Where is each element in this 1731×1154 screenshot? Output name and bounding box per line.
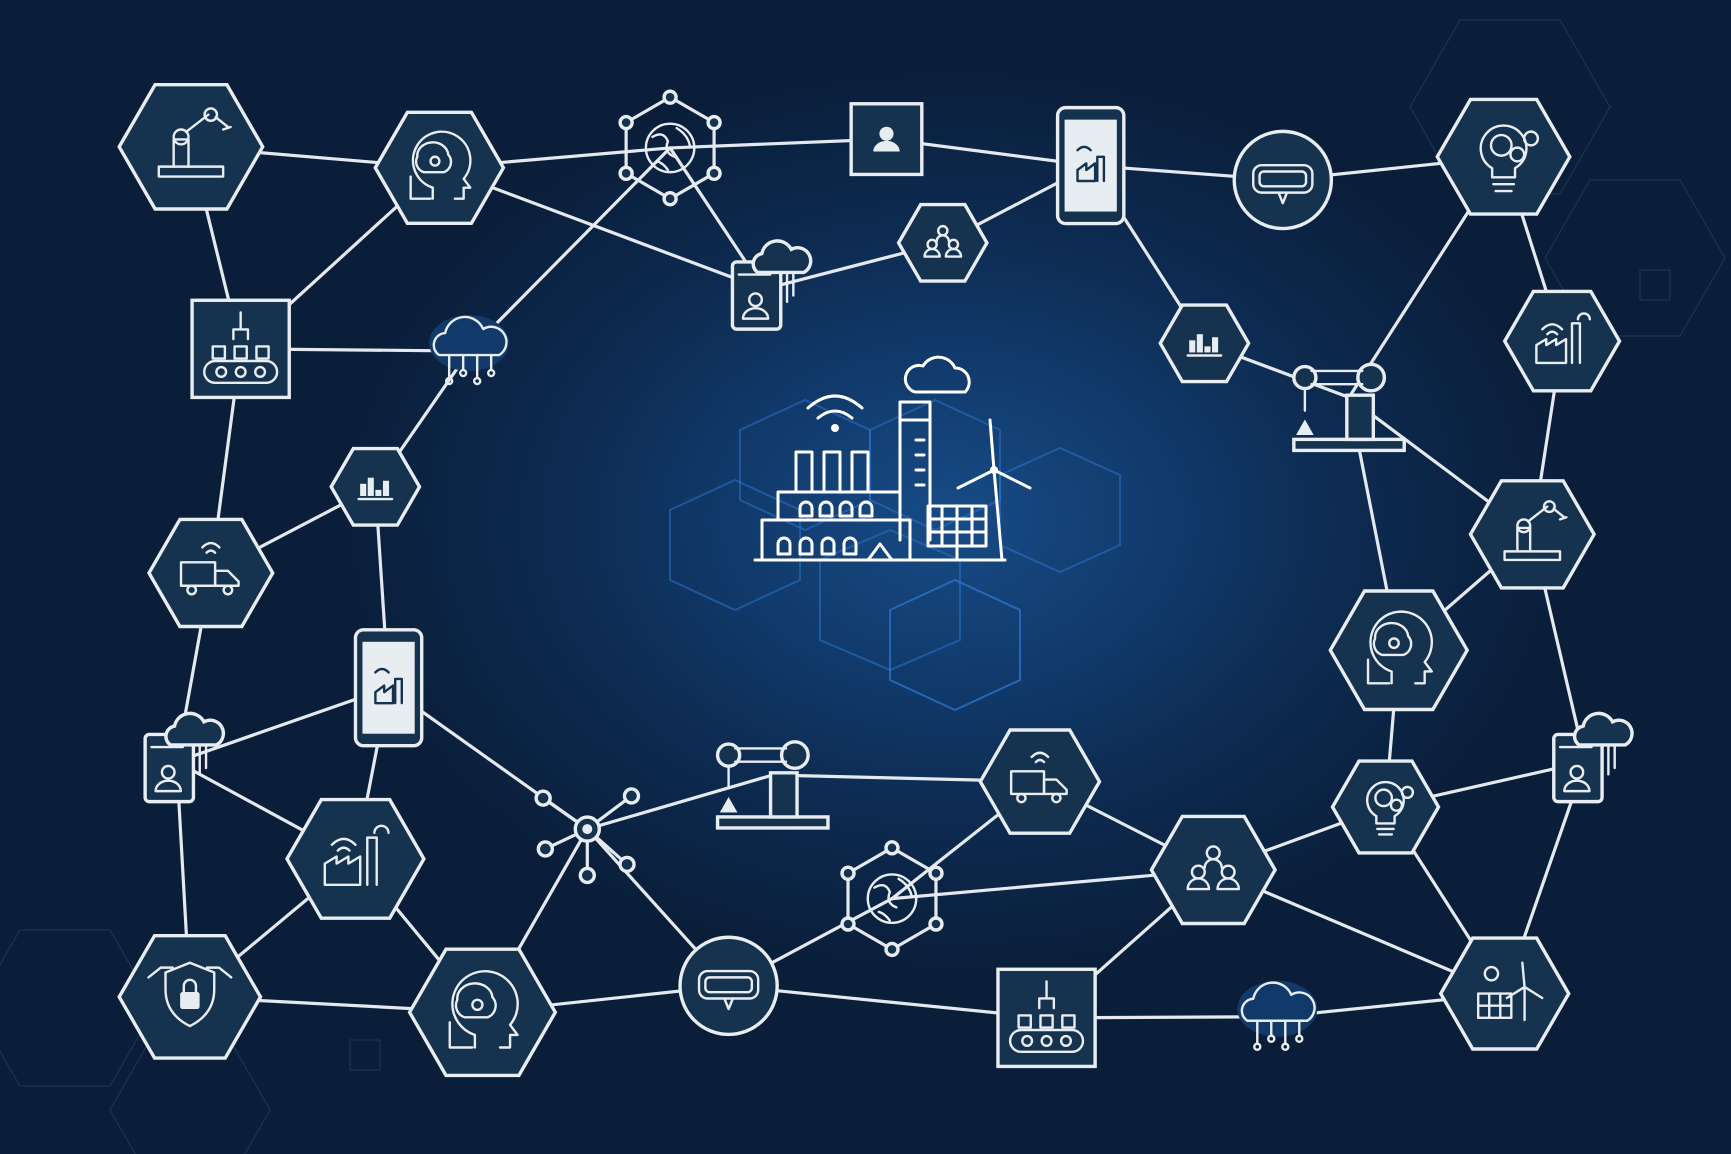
delivery-truck-icon (179, 541, 240, 596)
people-group-icon (1186, 845, 1241, 891)
id-card-cloud-icon (730, 239, 813, 331)
node-conveyor-icon (996, 967, 1097, 1069)
lightbulb-gear-icon (1366, 780, 1415, 836)
node-factory-wifi-icon (1502, 289, 1622, 393)
connection-line (585, 773, 775, 831)
factory-wifi-icon (1535, 312, 1592, 365)
smartphone-factory-icon (1076, 145, 1106, 183)
node-ai-head-icon (1328, 589, 1470, 712)
node-bar-chart-icon (329, 446, 422, 527)
node-solar-wind-icon (1438, 936, 1571, 1051)
node-robot-arm-icon (1292, 362, 1406, 453)
node-globe-network-icon (618, 89, 722, 207)
id-card-cloud-icon (1552, 711, 1634, 804)
connection-line (727, 984, 1049, 1020)
node-ai-head-icon (373, 110, 506, 226)
delivery-truck-icon (1009, 751, 1068, 804)
cloud-network-icon (432, 315, 508, 386)
center-cubes (669, 398, 1121, 712)
people-group-icon (923, 224, 963, 258)
robot-arm-icon (157, 107, 232, 178)
node-delivery-truck-icon (978, 728, 1102, 835)
node-vr-headset-icon (1232, 129, 1334, 231)
node-vr-headset-icon (678, 935, 779, 1037)
node-robot-arm-icon (1468, 479, 1597, 590)
bar-chart-icon (357, 477, 394, 501)
ai-head-icon (448, 970, 519, 1049)
conveyor-icon (203, 311, 279, 385)
node-cloud-network-icon (429, 315, 510, 386)
conveyor-icon (1008, 980, 1085, 1054)
node-network-hub-icon (534, 787, 641, 885)
robot-arm-icon (1503, 500, 1568, 562)
user-card-icon (873, 126, 900, 152)
smart-factory-icon (753, 355, 1032, 562)
node-people-group-icon (1149, 814, 1278, 926)
security-lock-icon (147, 961, 233, 1028)
node-bar-chart-icon (1158, 303, 1251, 384)
node-cloud-network-icon (1237, 980, 1318, 1051)
node-people-group-icon (896, 202, 989, 283)
node-smartphone-factory-icon (353, 628, 424, 748)
node-factory-wifi-icon (285, 797, 426, 920)
robot-arm-icon (715, 740, 830, 830)
cloud-network-icon (1240, 981, 1316, 1051)
node-id-card-cloud-icon (1552, 711, 1634, 804)
nodes (117, 82, 1634, 1078)
node-id-card-cloud-icon (143, 711, 226, 804)
node-conveyor-icon (190, 298, 291, 400)
connection-line (467, 146, 672, 353)
globe-network-icon (644, 122, 696, 174)
solar-wind-icon (1476, 961, 1544, 1022)
node-delivery-truck-icon (147, 517, 275, 629)
id-card-cloud-icon (143, 711, 226, 804)
node-user-card-icon (849, 102, 924, 177)
lightbulb-gear-icon (1479, 124, 1540, 193)
node-robot-arm-icon (117, 82, 265, 211)
smartphone-factory-icon (374, 667, 403, 705)
ai-head-icon (409, 130, 472, 200)
node-security-lock-icon (117, 934, 263, 1060)
bar-chart-icon (1186, 334, 1223, 357)
factory-wifi-icon (323, 824, 390, 887)
node-lightbulb-gear-icon (1435, 97, 1572, 216)
node-smartphone-factory-icon (1055, 105, 1126, 226)
vr-headset-icon (1252, 163, 1314, 205)
globe-network-icon (866, 873, 918, 925)
robot-arm-icon (1292, 362, 1406, 453)
vr-headset-icon (697, 969, 760, 1011)
node-lightbulb-gear-icon (1330, 759, 1441, 855)
ai-head-icon (1366, 610, 1434, 685)
node-robot-arm-icon (715, 740, 830, 830)
node-ai-head-icon (407, 947, 558, 1078)
node-id-card-cloud-icon (730, 239, 813, 331)
connection-line (175, 686, 391, 764)
node-globe-network-icon (840, 840, 944, 958)
background-decoration (0, 19, 1726, 1154)
